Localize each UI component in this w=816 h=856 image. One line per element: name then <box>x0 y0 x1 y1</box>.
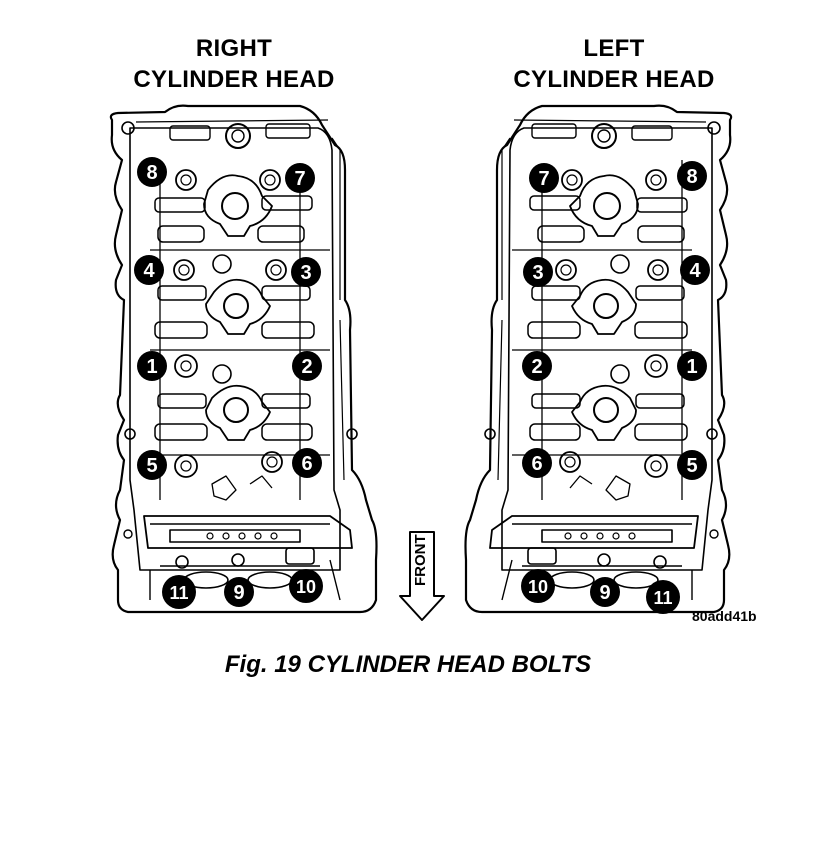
right-bolt-11: 11 <box>162 575 196 609</box>
right-bolt-3: 3 <box>291 257 321 287</box>
right-bolt-11-label: 11 <box>169 583 188 603</box>
right-bolt-9-label: 9 <box>233 582 244 604</box>
right-bolt-3-label: 3 <box>300 262 311 284</box>
right-bolt-7: 7 <box>285 163 315 193</box>
left-bolt-11: 11 <box>646 580 680 614</box>
left-bolt-6: 6 <box>522 448 552 478</box>
left-bolt-4: 4 <box>680 255 710 285</box>
left-bolt-6-marker <box>522 448 552 478</box>
right-bolt-9: 9 <box>224 577 254 607</box>
right-bolt-4: 4 <box>134 255 164 285</box>
right-bolt-7-marker <box>285 163 315 193</box>
right-bolt-1: 1 <box>137 351 167 381</box>
right-bolt-5: 5 <box>137 450 167 480</box>
figure-code: 80add41b <box>692 608 757 624</box>
right-bolt-11-marker <box>162 575 196 609</box>
left-bolt-1-label: 1 <box>686 356 697 378</box>
left-bolt-2-label: 2 <box>531 356 542 378</box>
figure-caption: Fig. 19 CYLINDER HEAD BOLTS <box>224 651 592 678</box>
left-bolt-7-label: 7 <box>538 168 549 190</box>
left-title-line2: CYLINDER HEAD <box>513 66 715 93</box>
left-bolt-9-label: 9 <box>599 582 610 604</box>
right-bolt-2: 2 <box>292 351 322 381</box>
left-bolt-8-marker <box>677 161 707 191</box>
left-title-line1: LEFT <box>583 35 645 62</box>
left-bolt-8: 8 <box>677 161 707 191</box>
left-bolt-10-label: 10 <box>528 577 548 597</box>
left-bolt-8-label: 8 <box>686 166 697 188</box>
left-bolt-7-marker <box>529 163 559 193</box>
right-bolt-5-marker <box>137 450 167 480</box>
right-bolt-10: 10 <box>289 569 323 603</box>
right-bolt-9-marker <box>224 577 254 607</box>
left-bolt-6-label: 6 <box>531 453 542 475</box>
right-bolt-6-marker <box>292 448 322 478</box>
right-head-title: RIGHT CYLINDER HEAD <box>98 33 370 95</box>
right-bolt-7-label: 7 <box>294 168 305 190</box>
left-bolt-3-label: 3 <box>532 262 543 284</box>
left-bolt-4-label: 4 <box>689 260 701 282</box>
right-bolt-2-label: 2 <box>301 356 312 378</box>
left-bolt-3: 3 <box>523 257 553 287</box>
right-title-line1: RIGHT <box>195 35 273 62</box>
right-bolt-5-label: 5 <box>146 455 157 477</box>
left-bolt-9: 9 <box>590 577 620 607</box>
right-bolt-4-marker <box>134 255 164 285</box>
front-arrow <box>399 531 445 621</box>
right-bolt-1-marker <box>137 351 167 381</box>
left-bolt-10: 10 <box>521 569 555 603</box>
right-bolt-6: 6 <box>292 448 322 478</box>
left-bolt-10-marker <box>521 569 555 603</box>
left-bolt-2-marker <box>522 351 552 381</box>
right-title-line2: CYLINDER HEAD <box>133 66 335 93</box>
right-bolt-8-marker <box>137 157 167 187</box>
right-bolt-8-label: 8 <box>146 162 157 184</box>
left-bolt-11-label: 11 <box>653 588 672 608</box>
right-bolt-1-label: 1 <box>146 356 157 378</box>
right-bolt-8: 8 <box>137 157 167 187</box>
left-bolt-1-marker <box>677 351 707 381</box>
left-bolt-4-marker <box>680 255 710 285</box>
right-bolt-3-marker <box>291 257 321 287</box>
left-bolt-1: 1 <box>677 351 707 381</box>
left-bolt-2: 2 <box>522 351 552 381</box>
right-bolt-6-label: 6 <box>301 453 312 475</box>
right-bolt-10-marker <box>289 569 323 603</box>
left-bolt-5-marker <box>677 450 707 480</box>
left-bolt-3-marker <box>523 257 553 287</box>
left-bolt-11-marker <box>646 580 680 614</box>
left-bolt-7: 7 <box>529 163 559 193</box>
left-bolt-5-label: 5 <box>686 455 697 477</box>
front-label: FRONT <box>412 534 429 586</box>
left-head-title: LEFT CYLINDER HEAD <box>478 33 750 95</box>
right-bolt-2-marker <box>292 351 322 381</box>
left-bolt-9-marker <box>590 577 620 607</box>
right-bolt-4-label: 4 <box>143 260 155 282</box>
right-bolt-10-label: 10 <box>296 577 316 597</box>
left-bolt-5: 5 <box>677 450 707 480</box>
